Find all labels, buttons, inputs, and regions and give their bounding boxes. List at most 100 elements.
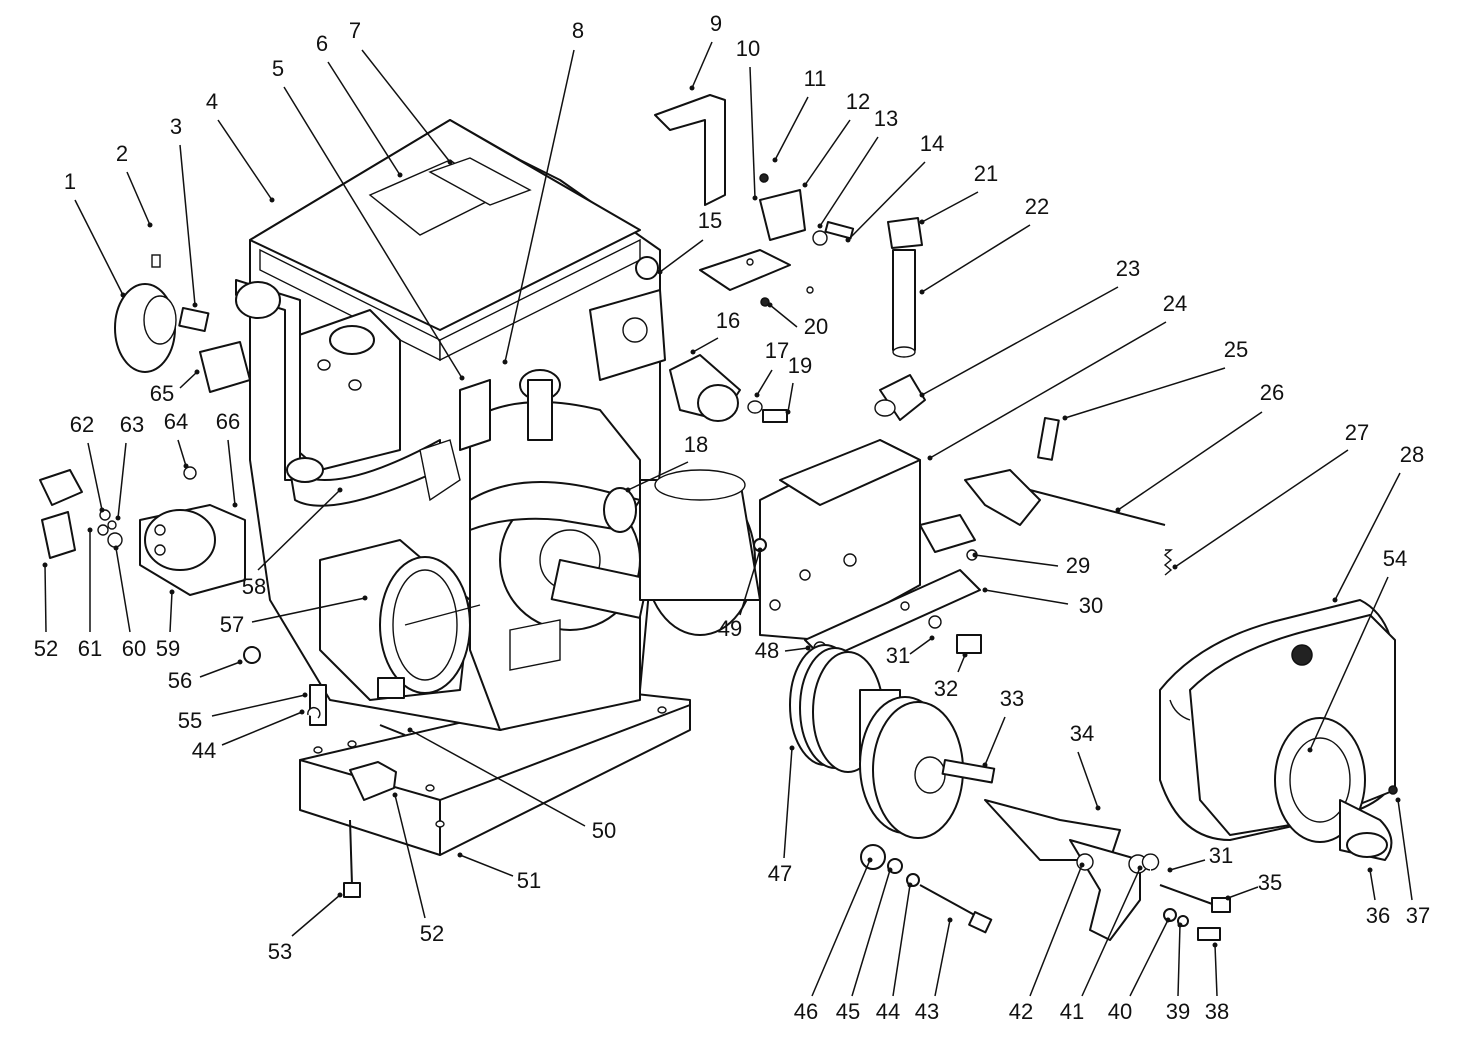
caps-52 [349,761,397,801]
callout-leader [221,711,303,746]
callout-label: 10 [736,36,760,61]
callout-label: 14 [920,131,944,156]
callout-5: 5 [272,56,465,381]
callout-leader [291,894,341,937]
callout-28: 28 [1332,442,1424,603]
callout-23: 23 [919,256,1140,398]
callout-leader [1177,924,1181,997]
callout-dot [1225,895,1231,901]
callout-leader [804,119,851,186]
callout-52: 52 [34,562,58,661]
callout-leader [177,439,187,467]
callout-39: 39 [1166,922,1190,1024]
callout-63: 63 [115,412,144,521]
callout-dot [169,589,175,595]
belt-guard [984,799,1160,941]
callout-dot [1172,564,1178,570]
callout-leader [87,442,103,511]
callout-leader [117,442,127,519]
callout-dot [147,222,153,228]
callout-label: 25 [1224,337,1248,362]
callout-dot [299,709,305,715]
callout-56: 56 [168,659,243,693]
callout-58: 58 [242,487,343,599]
hardware-lower [243,538,1231,941]
air-cleaner [639,469,761,636]
callout-leader [217,119,273,201]
callout-dot [907,882,913,888]
callout-label: 57 [220,612,244,637]
callout-1: 1 [64,169,126,298]
callout-33: 33 [982,686,1024,768]
callout-dot [690,349,696,355]
callout-15: 15 [657,208,722,275]
callout-dot [962,652,968,658]
callout-label: 5 [272,56,284,81]
callout-11: 11 [772,66,826,163]
callout-label: 44 [192,738,216,763]
callout-54: 54 [1307,546,1407,753]
callout-label: 38 [1205,999,1229,1024]
callout-leader [739,549,761,616]
callout-leader [169,591,173,633]
callout-leader [211,694,306,717]
callout-label: 28 [1400,442,1424,467]
callout-7: 7 [349,18,453,165]
callout-dot [867,857,873,863]
callout-leader [659,239,704,273]
callout-dot [1079,862,1085,868]
callout-label: 51 [517,868,541,893]
callout-leader [1214,944,1218,997]
callout-dot [625,487,631,493]
callout-label: 4 [206,89,218,114]
callout-41: 41 [1060,865,1143,1024]
callout-label: 44 [876,999,900,1024]
callout-label: 63 [120,412,144,437]
callout-35: 35 [1225,870,1282,901]
callout-dot [302,692,308,698]
callout-label: 30 [1079,593,1103,618]
callout-dot [447,159,453,165]
callout-6: 6 [316,31,403,178]
callout-label: 37 [1406,903,1430,928]
callout-label: 13 [874,106,898,131]
callout-65: 65 [150,369,200,406]
callout-leader [984,589,1069,605]
callout-dot [1212,942,1218,948]
callout-label: 9 [710,11,722,36]
callout-leader [627,461,689,491]
callout-leader [784,647,809,652]
callout-label: 20 [804,314,828,339]
callout-leader [921,286,1119,396]
callout-leader [1117,411,1263,511]
callout-dot [785,409,791,415]
callout-dot [1177,922,1183,928]
callout-label: 53 [268,939,292,964]
callout-label: 23 [1116,256,1140,281]
callout-64: 64 [164,409,189,469]
callout-dot [120,292,126,298]
callout-leader [1334,472,1401,601]
callout-label: 27 [1345,420,1369,445]
callout-leader [1081,867,1141,997]
callout-dot [754,392,760,398]
callout-51: 51 [457,852,541,893]
callout-48: 48 [755,638,811,663]
callout-37: 37 [1395,797,1430,928]
callout-dot [115,515,121,521]
callout-dot [919,219,925,225]
callout-dot [802,182,808,188]
callout-21: 21 [919,161,998,225]
callout-label: 6 [316,31,328,56]
callout-59: 59 [156,589,180,661]
callout-dot [972,552,978,558]
callout-label: 41 [1060,999,1084,1024]
callout-dot [982,762,988,768]
callout-dot [194,369,200,375]
callout-dot [87,527,93,533]
drive-pulley [789,644,996,839]
callout-dot [42,562,48,568]
callout-38: 38 [1205,942,1229,1024]
pulley-key [114,254,251,393]
callout-label: 1 [64,169,76,194]
